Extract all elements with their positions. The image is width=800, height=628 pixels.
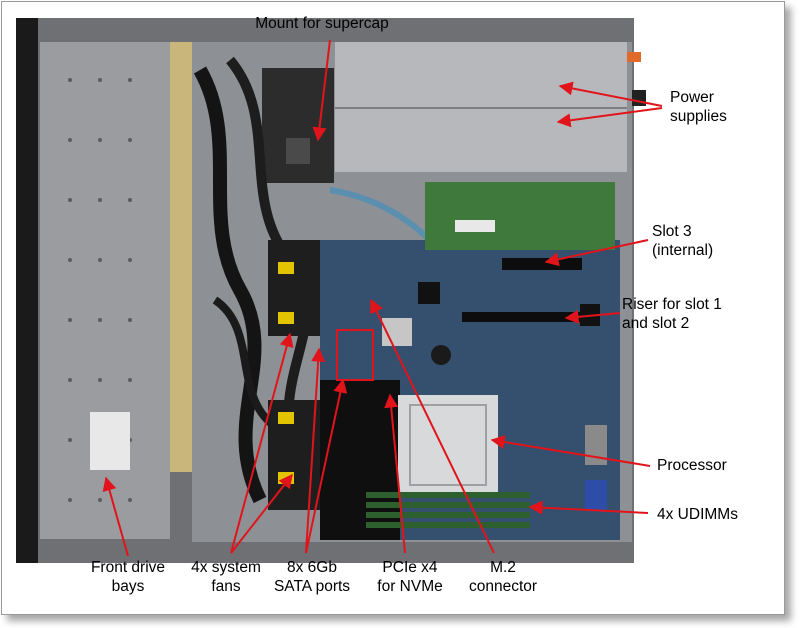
label-power-line2: supplies <box>670 108 727 125</box>
drive-bay-holes <box>68 78 132 502</box>
label-riser-line2: and slot 2 <box>622 315 690 332</box>
label-fans-line1: 4x system <box>191 559 261 576</box>
label-sata-ports: 8x 6Gb SATA ports <box>274 558 350 596</box>
label-m2-line1: M.2 <box>490 559 516 576</box>
front-bezel <box>16 18 38 563</box>
label-power-supplies: Power supplies <box>670 88 727 126</box>
label-slot3-line1: Slot 3 <box>652 223 692 240</box>
label-sata-line1: 8x 6Gb <box>287 559 337 576</box>
label-front-drive-bays: Front drive bays <box>91 558 165 596</box>
label-mount-supercap: Mount for supercap <box>255 15 389 32</box>
label-system-fans: 4x system fans <box>191 558 261 596</box>
label-m2-line2: connector <box>468 578 538 595</box>
label-riser: Riser for slot 1 and slot 2 <box>622 295 722 333</box>
label-sata-line2: SATA ports <box>273 578 351 595</box>
processor-heatsink <box>398 395 498 495</box>
label-processor: Processor <box>657 457 727 474</box>
backplane <box>170 42 192 472</box>
drive-label-sticker <box>90 412 130 470</box>
label-pcie: PCIe x4 for NVMe <box>377 558 442 596</box>
label-fans-line2: fans <box>211 578 241 595</box>
label-slot3: Slot 3 (internal) <box>652 222 713 260</box>
label-pcie-line2: for NVMe <box>377 578 443 595</box>
label-slot3-line2: (internal) <box>652 242 714 259</box>
udimms <box>366 492 530 528</box>
label-m2: M.2 connector <box>469 558 537 596</box>
label-front-line2: bays <box>111 578 145 595</box>
supercap-mount <box>262 68 334 183</box>
label-power-line1: Power <box>670 89 714 106</box>
label-front-line1: Front drive <box>90 559 166 576</box>
sata-ports-box <box>336 329 374 381</box>
riser-card-slot3 <box>425 182 615 250</box>
label-pcie-line1: PCIe x4 <box>382 559 438 576</box>
label-udimms: 4x UDIMMs <box>657 506 738 523</box>
riser-slot-1-2 <box>462 312 582 322</box>
system-fans <box>268 240 320 510</box>
label-riser-line1: Riser for slot 1 <box>622 296 722 313</box>
callout-arrows <box>102 39 663 557</box>
slot3-connector <box>502 258 582 270</box>
cable-bundle <box>193 66 267 504</box>
